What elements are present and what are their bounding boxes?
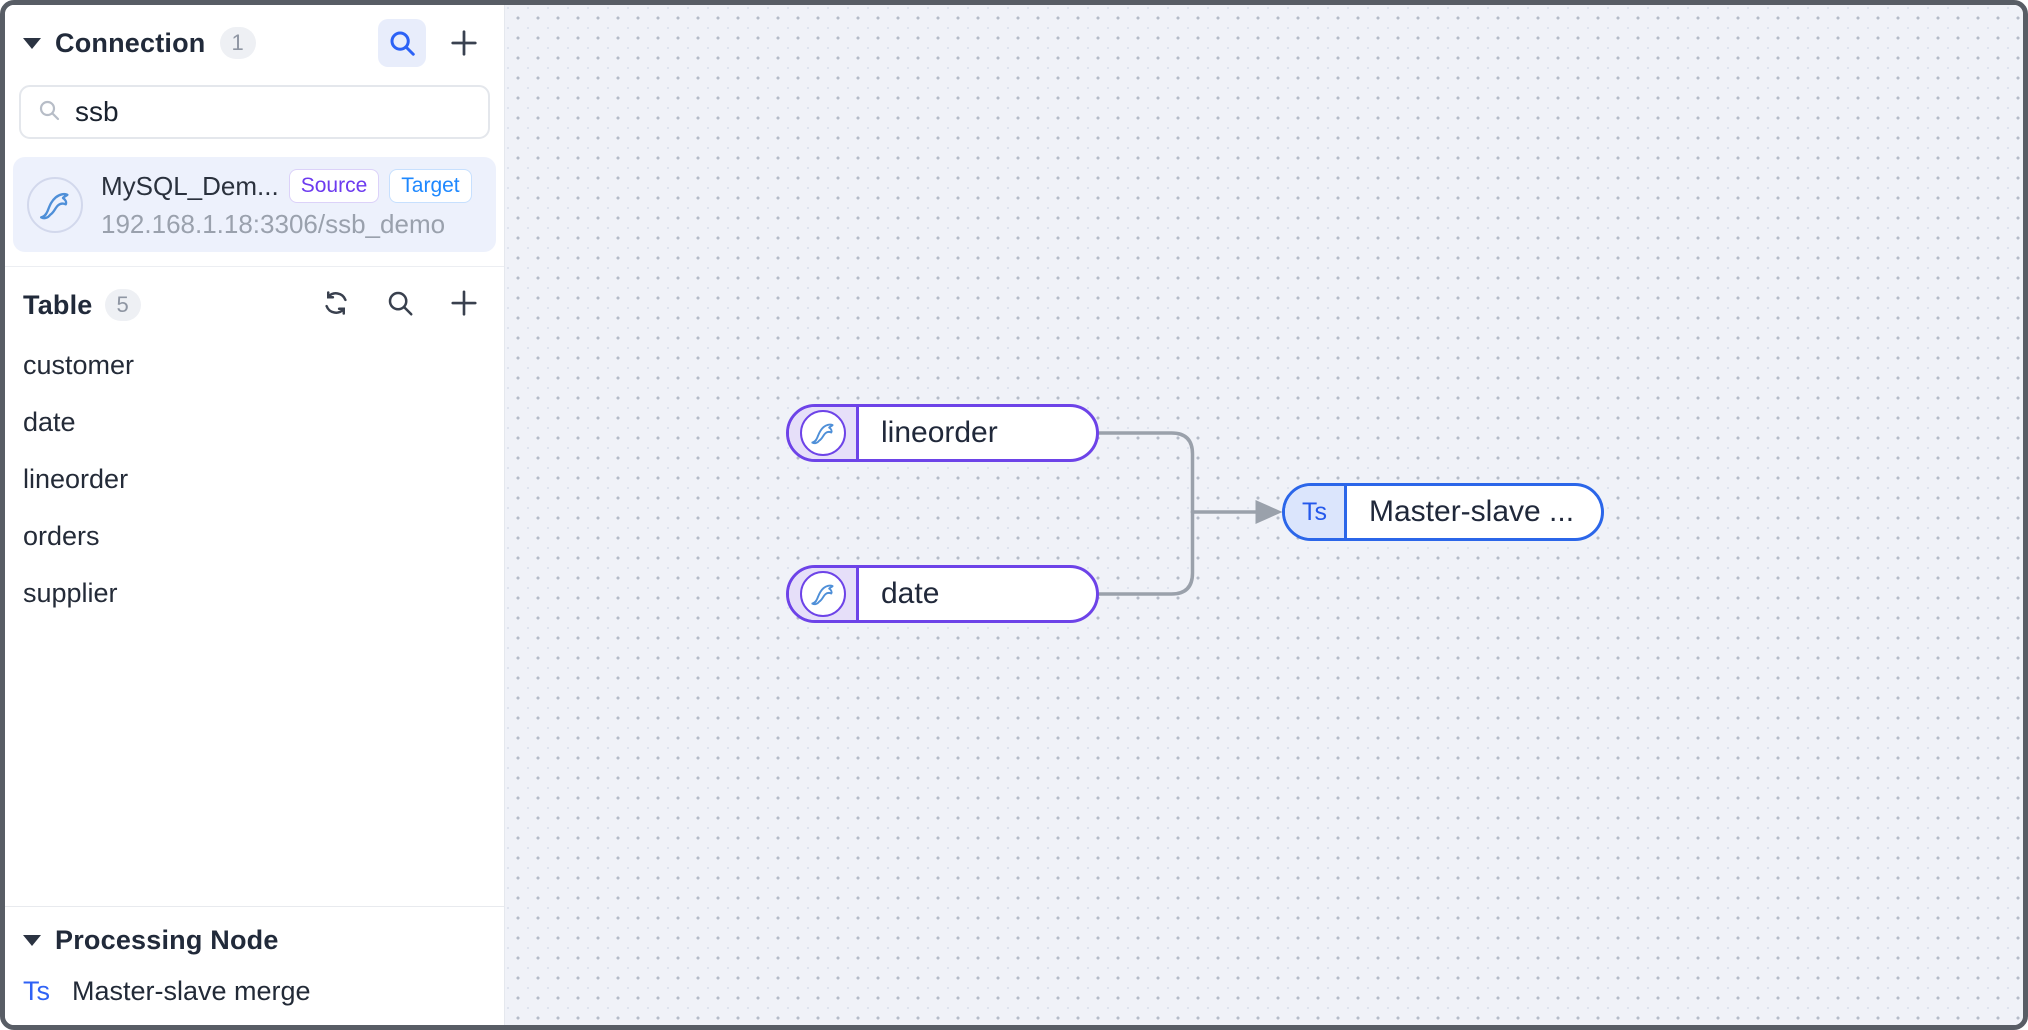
arrowhead-icon (1255, 500, 1283, 524)
plus-icon (449, 28, 479, 58)
processing-item-master-slave-merge[interactable]: Ts Master-slave merge (5, 964, 504, 1025)
connection-item-mysql-demo[interactable]: MySQL_Dem... Source Target 192.168.1.18:… (13, 157, 496, 253)
plus-icon (449, 288, 479, 323)
table-item-orders[interactable]: orders (23, 521, 100, 552)
connection-count-badge: 1 (219, 26, 256, 60)
node-date-label: date (881, 577, 940, 610)
refresh-icon (321, 288, 351, 323)
divider (5, 906, 504, 907)
flow-canvas[interactable]: lineorder date Ts Master-slave ... (505, 5, 2023, 1025)
divider (5, 266, 504, 268)
sidebar: Connection 1 (5, 5, 505, 1025)
connection-section-header: Connection 1 (5, 5, 504, 77)
table-section-header: Table 5 (5, 267, 504, 337)
add-connection-button[interactable] (440, 19, 488, 67)
edge-connectors (1097, 431, 1283, 596)
target-badge: Target (389, 169, 472, 204)
connection-search-button[interactable] (378, 19, 426, 67)
search-icon (387, 28, 417, 58)
table-item-lineorder[interactable]: lineorder (23, 464, 129, 495)
edge-lineorder-to-merge (1097, 431, 1195, 514)
mysql-icon (799, 571, 846, 617)
table-count-badge: 5 (104, 289, 141, 322)
table-list: customer date lineorder orders supplier (5, 337, 504, 622)
ts-icon: Ts (1302, 497, 1327, 526)
node-date[interactable]: date (786, 565, 1099, 623)
search-icon (385, 288, 415, 323)
table-item-date[interactable]: date (23, 407, 76, 438)
node-lineorder-cap (789, 407, 859, 459)
node-date-cap (789, 568, 859, 620)
mysql-icon (799, 410, 846, 456)
table-item-supplier[interactable]: supplier (23, 578, 118, 609)
add-table-button[interactable] (442, 283, 486, 327)
node-master-slave-merge[interactable]: Ts Master-slave ... (1282, 483, 1604, 541)
search-tables-button[interactable] (378, 283, 422, 327)
mysql-icon (27, 176, 83, 233)
connection-section-title: Connection (55, 27, 206, 58)
caret-down-icon[interactable] (23, 37, 41, 49)
source-badge: Source (288, 169, 380, 204)
node-merge-cap: Ts (1285, 486, 1347, 538)
connection-search-box (19, 85, 490, 139)
refresh-tables-button[interactable] (314, 283, 358, 327)
connection-name: MySQL_Dem... (101, 170, 279, 201)
processing-item-label: Master-slave merge (72, 976, 311, 1006)
processing-section-title: Processing Node (55, 925, 279, 955)
node-merge-label: Master-slave ... (1369, 495, 1575, 528)
connection-search-input[interactable] (75, 96, 472, 128)
table-section-title: Table (23, 289, 93, 320)
connection-address: 192.168.1.18:3306/ssb_demo (101, 209, 446, 240)
edge-date-to-merge (1097, 510, 1195, 596)
ts-icon: Ts (23, 976, 50, 1006)
node-lineorder[interactable]: lineorder (786, 404, 1099, 462)
node-lineorder-label: lineorder (881, 416, 998, 449)
search-icon (37, 98, 61, 127)
processing-section-header: Processing Node (5, 907, 504, 964)
table-item-customer[interactable]: customer (23, 350, 135, 381)
caret-down-icon[interactable] (23, 935, 41, 946)
